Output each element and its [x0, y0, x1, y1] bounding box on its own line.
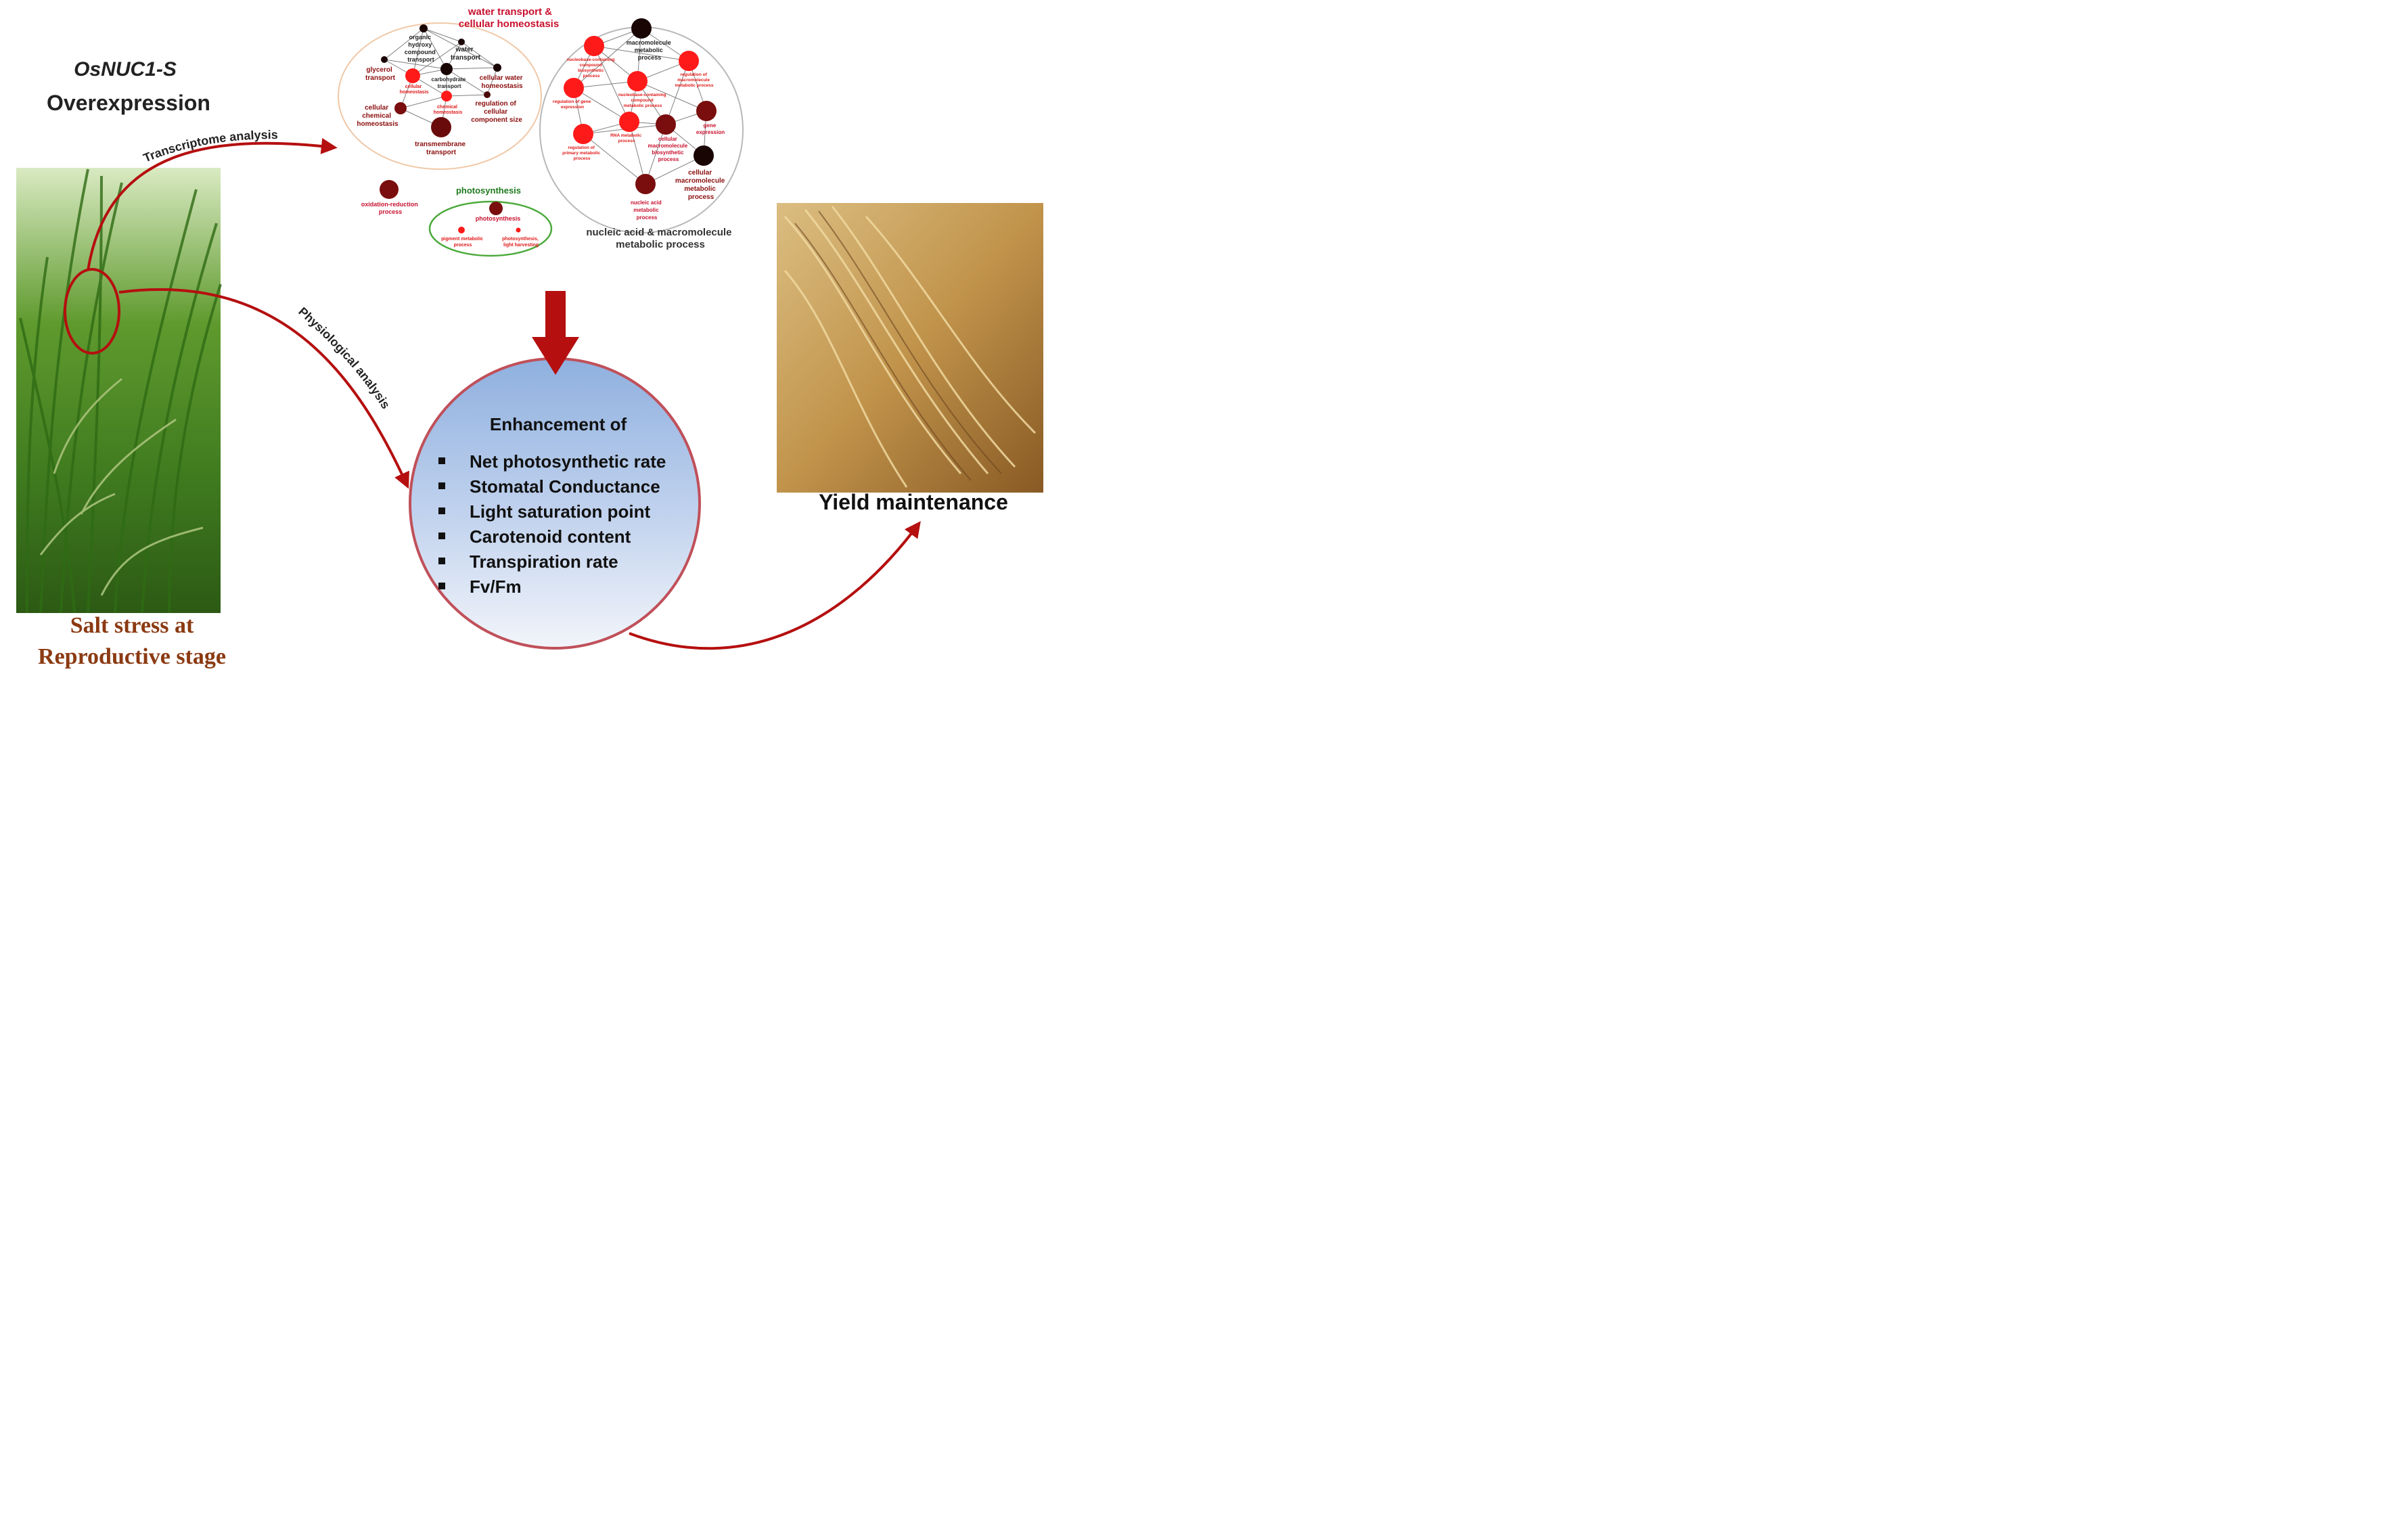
yield-arrow	[629, 521, 921, 650]
label-water-transport: water transport	[451, 46, 481, 62]
network-nodes	[380, 18, 717, 233]
label-light-harvesting: photosynthesis, light harvesting	[502, 237, 540, 248]
label-cellular-homeostasis: cellular homeostasis	[400, 85, 429, 95]
node-chemical-homeostasis	[441, 91, 452, 101]
label-nucleic-metabolic: nucleic acid metabolic process	[631, 200, 663, 221]
rice-plant-photo	[16, 168, 222, 614]
label-reg-primary: regulation of primary metabolic process	[562, 145, 602, 161]
enhancement-text: Net photosynthetic rate	[470, 451, 666, 472]
bullet-square-icon	[438, 482, 445, 490]
label-nucleobase: nucleobase-containing compound biosynthe…	[567, 58, 616, 78]
bullet-square-icon	[438, 583, 445, 590]
label-reg-gene-expression: regulation of gene expression	[553, 99, 592, 110]
label-cellular-chemical: cellular chemical homeostasis	[357, 104, 399, 128]
node-light-harvesting	[516, 227, 521, 233]
label-nucleobase-metabolic: nucleobase-containing compound metabolic…	[618, 93, 668, 108]
water-cluster-oval	[338, 22, 542, 170]
label-glycerol: glycerol transport	[365, 66, 396, 82]
label-carbohydrate: carbohydrate transport	[432, 76, 468, 89]
down-arrow	[532, 291, 579, 375]
transcriptome-arrow-label: Transcriptome analysis	[141, 128, 278, 165]
enhancement-item: Transpiration rate	[438, 549, 666, 574]
node-nucleic-metabolic	[635, 174, 656, 194]
node-transmembrane	[431, 117, 451, 137]
node-reg-macromolecule	[679, 51, 699, 71]
node-photosynthesis	[489, 202, 503, 215]
enhancement-item: Carotenoid content	[438, 524, 666, 549]
label-chemical-homeostasis: chemical homeostasis	[434, 105, 463, 115]
label-cellular-water: cellular water homeostasis	[480, 74, 525, 90]
enhancement-title: Enhancement of	[489, 414, 627, 434]
bullet-square-icon	[438, 507, 445, 515]
label-macromolecule-metabolic: macromolecule metabolic process	[627, 39, 673, 61]
node-oxidation	[380, 180, 399, 199]
gene-name: OsNUC1-S	[74, 58, 177, 81]
rice-grain-photo	[777, 203, 1043, 493]
stress-caption-line2: Reproductive stage	[38, 644, 226, 669]
bullet-square-icon	[438, 533, 445, 540]
enhancement-text: Transpiration rate	[470, 551, 618, 572]
node-organic-hydroxy	[419, 24, 428, 32]
node-nucleobase-metabolic	[627, 71, 648, 91]
bullet-square-icon	[438, 457, 445, 465]
label-cellular-macro-bio: cellular macromolecule biosynthetic proc…	[648, 136, 689, 162]
enhancement-item: Light saturation point	[438, 499, 666, 524]
network-labels: water transport & cellular homeostasis p…	[357, 6, 734, 250]
physiological-arrow	[118, 288, 409, 489]
enhancement-item: Net photosynthetic rate	[438, 449, 666, 474]
photosynthesis-cluster-oval	[428, 200, 553, 257]
transcriptome-arrow	[87, 137, 338, 271]
label-cellular-macro-metabolic: cellular macromolecule metabolic process	[675, 169, 727, 201]
enhancement-item: Fv/Fm	[438, 574, 666, 599]
label-regulation-component: regulation of cellular component size	[471, 100, 522, 124]
label-organic-hydroxy: organic hydroxy compound transport	[405, 34, 438, 63]
label-pigment: pigment metabolic process	[441, 237, 484, 248]
node-reg-primary	[573, 124, 593, 144]
label-gene-expression: gene expression	[696, 122, 725, 135]
label-oxidation: oxidation-reduction process	[361, 201, 420, 215]
node-rna-metabolic	[619, 112, 639, 132]
stress-caption-line1: Salt stress at	[70, 613, 194, 638]
node-nucleobase	[584, 36, 604, 56]
treatment-label: Overexpression	[47, 91, 210, 115]
node-pigment	[458, 227, 465, 233]
node-cellular-macro-bio	[656, 114, 676, 135]
enhancement-list: Net photosynthetic rate Stomatal Conduct…	[438, 449, 666, 599]
node-carbohydrate	[440, 63, 453, 75]
diagram-canvas: water transport & cellular homeostasis p…	[16, 6, 1043, 650]
enhancement-item: Stomatal Conductance	[438, 474, 666, 499]
enhancement-text: Fv/Fm	[470, 576, 522, 597]
enhancement-text: Carotenoid content	[470, 526, 631, 547]
water-cluster-title: water transport & cellular homeostasis	[459, 6, 559, 30]
label-reg-macromolecule: regulation of macromolecule metabolic pr…	[675, 72, 713, 88]
physiological-arrow-label: Physiological analysis	[296, 304, 392, 411]
node-regulation-component	[484, 91, 491, 98]
node-macromolecule-metabolic	[631, 18, 652, 39]
yield-label: Yield maintenance	[819, 490, 1008, 514]
node-cellular-water	[493, 64, 501, 72]
leaf-highlight-ellipse	[64, 268, 120, 355]
node-cellular-chemical	[394, 102, 407, 114]
node-glycerol	[381, 56, 388, 63]
node-gene-expression	[696, 101, 717, 121]
nucleic-cluster-title: nucleic acid & macromolecule metabolic p…	[586, 227, 734, 250]
label-rna-metabolic: RNA metabolic process	[610, 133, 643, 143]
enhancement-text: Stomatal Conductance	[470, 476, 660, 497]
node-cellular-macro-metabolic	[694, 145, 714, 166]
enhancement-text: Light saturation point	[470, 501, 651, 522]
label-photosynthesis-node: photosynthesis	[476, 215, 521, 222]
node-reg-gene-expression	[564, 78, 584, 98]
bullet-square-icon	[438, 558, 445, 565]
node-water-transport	[458, 39, 465, 45]
node-cellular-homeostasis	[405, 68, 420, 83]
label-transmembrane: transmembrane transport	[415, 141, 468, 156]
photosynthesis-cluster-title: photosynthesis	[456, 185, 521, 196]
